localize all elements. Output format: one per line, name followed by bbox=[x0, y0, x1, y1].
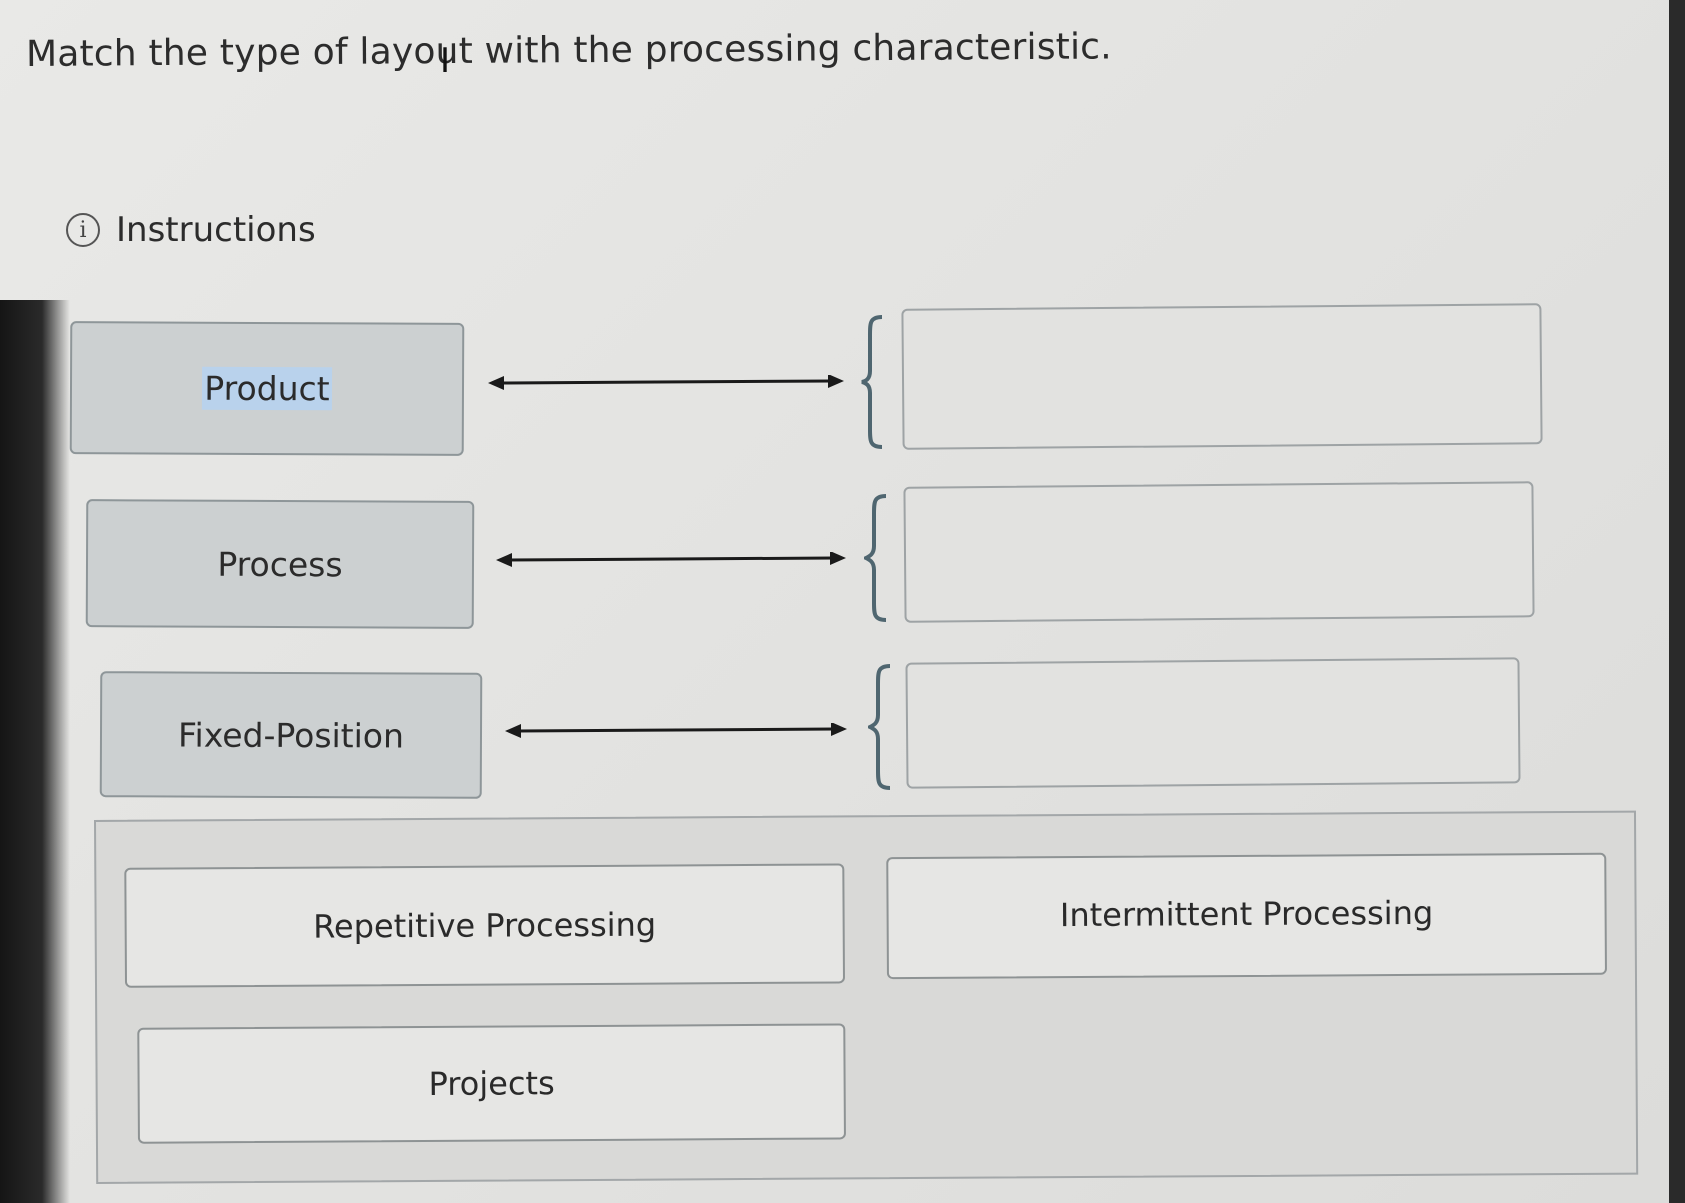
question-title: Match the type of layout with the proces… bbox=[25, 26, 1113, 75]
term-label: Fixed-Position bbox=[177, 715, 405, 755]
monitor-bezel-right bbox=[1669, 0, 1685, 1203]
instructions-toggle[interactable]: i Instructions bbox=[66, 210, 316, 250]
double-arrow-icon bbox=[496, 552, 846, 568]
term-process[interactable]: Process bbox=[85, 499, 475, 629]
drop-target-2[interactable] bbox=[903, 481, 1535, 623]
monitor-bezel-left bbox=[0, 300, 70, 1203]
drop-target-3[interactable] bbox=[905, 657, 1521, 789]
choice-repetitive-processing[interactable]: Repetitive Processing bbox=[124, 863, 846, 988]
choice-intermittent-processing[interactable]: Intermittent Processing bbox=[886, 852, 1607, 980]
term-fixed-position[interactable]: Fixed-Position bbox=[99, 671, 483, 799]
drop-target-1[interactable] bbox=[901, 303, 1543, 450]
info-icon: i bbox=[66, 213, 100, 247]
choice-label: Intermittent Processing bbox=[1059, 893, 1434, 935]
choice-projects[interactable]: Projects bbox=[137, 1023, 846, 1144]
double-arrow-icon bbox=[488, 375, 844, 391]
term-label: Product bbox=[202, 366, 332, 411]
brace-icon bbox=[868, 664, 891, 790]
term-label: Process bbox=[217, 544, 343, 584]
brace-icon bbox=[864, 494, 887, 622]
choice-label: Repetitive Processing bbox=[313, 905, 657, 946]
choice-label: Projects bbox=[428, 1064, 555, 1103]
answer-bank: Repetitive Processing Intermittent Proce… bbox=[94, 810, 1639, 1184]
text-cursor-icon: I bbox=[440, 41, 451, 81]
brace-icon bbox=[861, 315, 883, 449]
term-product[interactable]: Product bbox=[69, 321, 465, 456]
instructions-label: Instructions bbox=[116, 210, 316, 250]
double-arrow-icon bbox=[505, 723, 847, 739]
